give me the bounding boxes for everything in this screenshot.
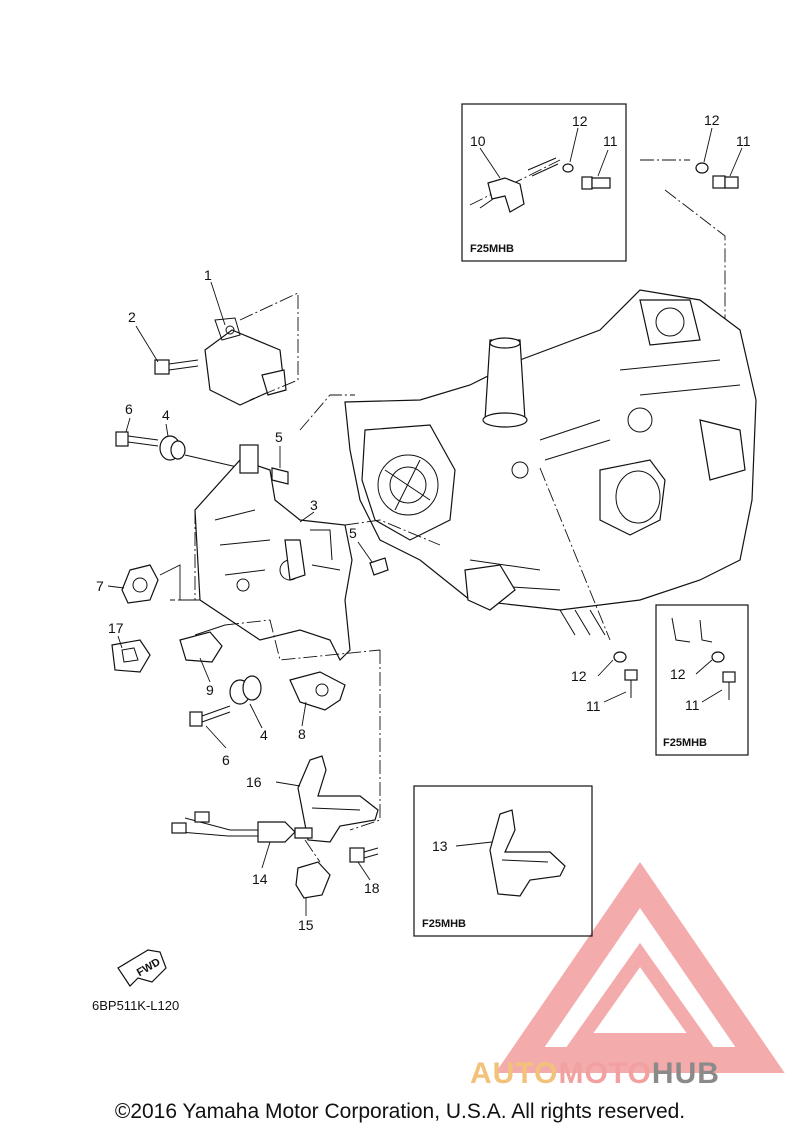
leader-dash-engine [539,467,611,641]
variant-label-top: F25MHB [470,243,514,255]
callout-12-mid: 12 [571,668,587,684]
callout-5-top: 5 [275,429,283,445]
part-16-bracket-lower [297,755,379,843]
variant-label-bottom: F25MHB [422,918,466,930]
part-6-bolt-bottom [189,705,231,727]
callout-11-inset: 11 [685,697,700,713]
callout-14: 14 [252,871,268,887]
inset-box-bottom [413,785,593,937]
callout-8: 8 [298,726,306,742]
callout-16: 16 [246,774,262,790]
callout-17: 17 [108,620,124,636]
leader-7-frame [159,564,200,601]
fwd-arrow-icon [117,949,167,987]
callout-9: 9 [206,682,214,698]
callout-11-mid: 11 [586,698,601,714]
leader-dash-15 [304,839,321,863]
callout-4-top: 4 [162,407,170,423]
callout-4-bottom: 4 [260,727,268,743]
copyright-notice: ©2016 Yamaha Motor Corporation, U.S.A. A… [114,1100,686,1123]
part-2-bolt [154,359,199,375]
inset-box-right [655,604,749,756]
callout-3: 3 [310,497,318,513]
callout-12-box: 12 [572,113,588,129]
leader-dash-1 [239,292,299,401]
washer-bolt-group-top-right [640,159,739,420]
callout-18: 18 [364,880,380,896]
callout-11-right: 11 [736,133,751,149]
leader-dash-9 [224,619,381,661]
callout-labels: 1 2 6 4 5 3 5 7 17 9 4 8 6 16 14 18 15 1… [96,112,751,933]
part-15-clip [295,861,331,899]
part-4-grommet-bottom [229,675,262,705]
watermark-text-auto: AUTO [470,1057,559,1090]
part-14-sensor-harness [171,811,313,843]
part-3-bracket [194,444,353,662]
engine-block [344,289,757,636]
watermark-logo-icon [495,862,785,1073]
callout-5-mid: 5 [349,525,357,541]
leader-dash-8 [349,650,381,831]
variant-label-right: F25MHB [663,737,707,749]
callout-13: 13 [432,838,448,854]
callout-2: 2 [128,309,136,325]
callout-11-box: 11 [603,133,618,149]
part-18-bolt [349,847,379,863]
callout-12-right: 12 [704,112,720,128]
watermark-text-moto: MOTO [558,1057,652,1090]
part-7-clip [121,564,159,604]
leader-dash-engine-2 [299,394,355,431]
washer-bolt-group-middle [613,651,638,698]
callout-1: 1 [204,267,212,283]
part-1-ignition-coil [204,317,287,406]
part-9-switch [179,624,226,663]
callout-6-bottom: 6 [222,752,230,768]
callout-6-top: 6 [125,401,133,417]
callout-15: 15 [298,917,314,933]
part-5-pin-mid [369,557,389,576]
part-5-pin-top [271,467,289,485]
part-4-grommet-top [159,435,186,461]
leader-lines [107,127,743,916]
part-17-holder [111,639,151,673]
watermark-text-hub: HUB [651,1057,720,1090]
inset-box-top [461,103,627,262]
part-6-bolt-top [115,431,159,447]
part-8-clamp [289,671,346,711]
callout-7: 7 [96,578,104,594]
callout-10: 10 [470,133,486,149]
figure-code: 6BP511K-L120 [92,998,179,1013]
callout-12-inset: 12 [670,666,686,682]
watermark-text: AUTOMOTOHUB [470,1057,720,1091]
